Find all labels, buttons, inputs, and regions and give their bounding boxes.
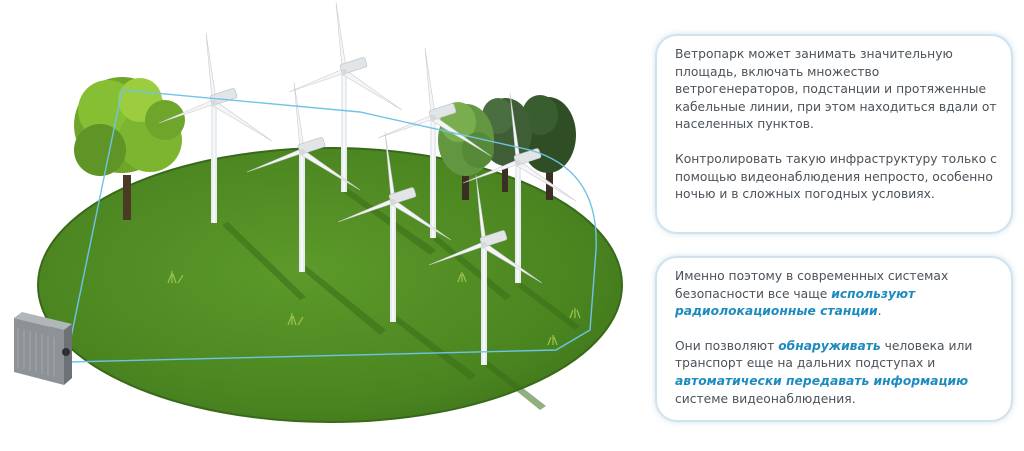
wind-farm-illustration <box>14 1 623 423</box>
grass-tuft-icon <box>167 271 581 346</box>
info-card-radar: Именно поэтому в современных системах бе… <box>655 256 1013 422</box>
card2-text: системе видеонаблюдения. <box>675 391 856 406</box>
highlight-auto-transmit: автоматически передавать информацию <box>675 373 969 388</box>
info-card-infrastructure: Ветропарк может занимать значительную пл… <box>655 34 1013 234</box>
card2-text: Они позволяют <box>675 338 779 353</box>
card1-paragraph-2: Контролировать такую инфраструктуру толь… <box>675 151 997 202</box>
card2-text: Именно поэтому в современных системах бе… <box>675 269 949 301</box>
grass-field <box>38 148 622 422</box>
highlight-radar-stations: используют радиолокационные станции <box>675 286 916 319</box>
tree-icon <box>74 77 185 220</box>
card2-text: . <box>877 304 882 319</box>
card1-paragraph-1: Ветропарк может занимать значительную пл… <box>675 47 997 132</box>
card2-paragraph-2: Они позволяют обнаруживать человека или … <box>675 338 997 408</box>
radar-coverage-outline <box>67 89 597 363</box>
highlight-detect: обнаруживать <box>778 338 881 353</box>
card2-paragraph-1: Именно поэтому в современных системах бе… <box>675 268 997 321</box>
card2-text: человека или транспорт еще на дальних по… <box>675 338 973 371</box>
radar-device-icon <box>14 312 72 385</box>
